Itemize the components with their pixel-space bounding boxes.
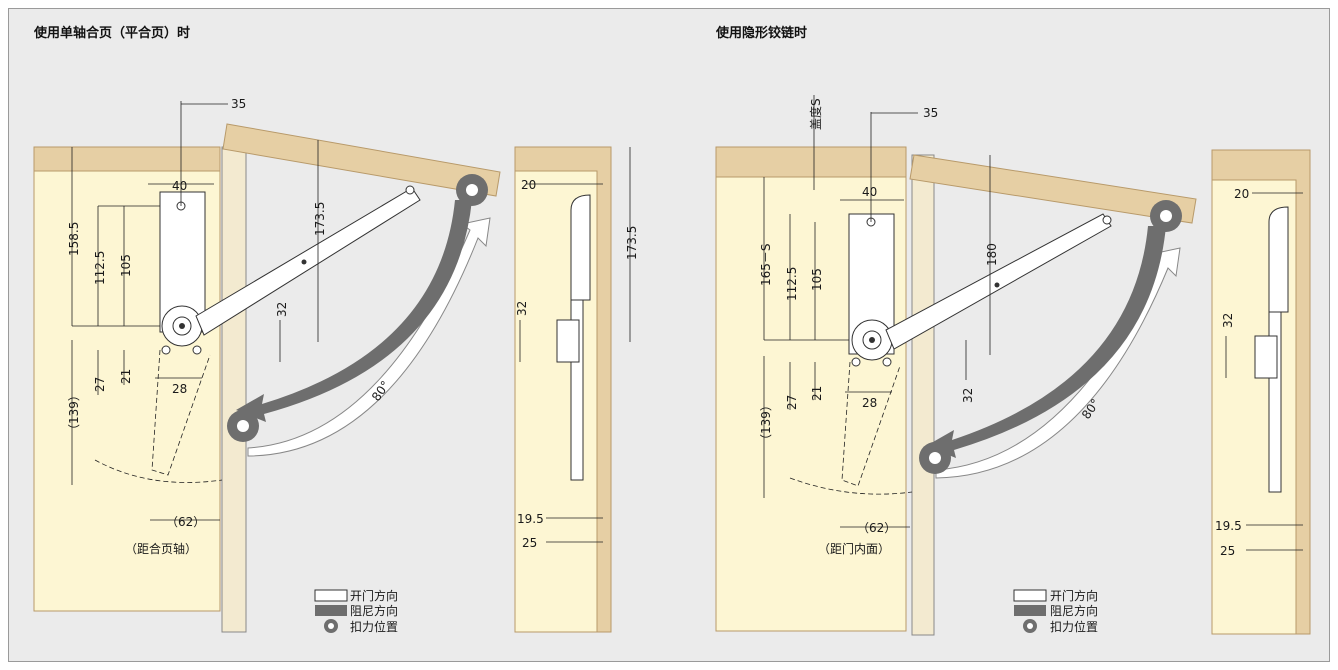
svg-text:扣力位置: 扣力位置 (350, 619, 398, 634)
screw-icon (192, 345, 202, 355)
dim-139: （139） (759, 399, 773, 446)
dim-165-s: 165－S (759, 243, 773, 286)
dim-139: （139） (67, 389, 81, 436)
right-panel-title: 使用隐形铰链时 (715, 25, 807, 41)
legend-left: 开门方向 阻尼方向 扣力位置 (314, 588, 398, 634)
arm-closed-outline (841, 361, 901, 487)
pivot-center (179, 323, 185, 329)
door-closed (911, 154, 935, 636)
side-dim-19-5: 19.5 (1215, 519, 1242, 533)
damping-direction-arrow (236, 200, 472, 422)
svg-text:开门方向: 开门方向 (350, 588, 398, 603)
right-panel: 使用隐形铰链时 盖度S 35 40 165－S 112.5 (715, 25, 1311, 636)
dim-62: （62） (166, 515, 205, 529)
dim-27: 27 (93, 377, 107, 392)
stay-arm (885, 213, 1112, 350)
dim-note: （距合页轴） (125, 541, 197, 556)
dim-overlay-s: 盖度S (808, 98, 823, 130)
dim-note: （距门内面） (818, 541, 890, 556)
dim-62: （62） (857, 521, 896, 535)
screw-icon (882, 357, 892, 367)
dim-32: 32 (961, 388, 975, 403)
dim-28: 28 (172, 382, 187, 396)
svg-text:阻尼方向: 阻尼方向 (350, 603, 398, 618)
screw-icon (851, 357, 861, 367)
cabinet-top-board (33, 146, 221, 172)
dim-21: 21 (810, 386, 824, 401)
screw-icon (161, 345, 171, 355)
screw-icon (405, 185, 415, 195)
door-closed (221, 146, 247, 633)
left-panel-title: 使用单轴合页（平合页）时 (33, 25, 190, 41)
dim-112-5: 112.5 (785, 267, 799, 301)
dim-40: 40 (172, 179, 187, 193)
dim-21: 21 (119, 369, 133, 384)
door-open (222, 123, 501, 197)
side-dim-20: 20 (521, 178, 536, 192)
svg-text:扣力位置: 扣力位置 (1050, 619, 1098, 634)
dim-158-5: 158.5 (67, 222, 81, 256)
dim-105: 105 (119, 254, 133, 277)
side-dim-20: 20 (1234, 187, 1249, 201)
dim-112-5: 112.5 (93, 251, 107, 285)
damping-direction-arrow (926, 226, 1166, 458)
dim-35: 35 (923, 106, 938, 120)
dim-173-5: 173.5 (313, 202, 327, 236)
door-open (909, 154, 1197, 224)
screw-icon (1102, 215, 1112, 225)
side-dim-19-5: 19.5 (517, 512, 544, 526)
left-panel: 使用单轴合页（平合页）时 35 (33, 25, 639, 634)
svg-text:阻尼方向: 阻尼方向 (1050, 603, 1098, 618)
svg-text:开门方向: 开门方向 (1050, 588, 1098, 603)
side-dim-25: 25 (522, 536, 537, 550)
legend-right: 开门方向 阻尼方向 扣力位置 (1013, 588, 1098, 634)
dim-32: 32 (275, 302, 289, 317)
dim-40: 40 (862, 185, 877, 199)
side-plate (1268, 206, 1289, 313)
side-dim-25: 25 (1220, 544, 1235, 558)
dim-27: 27 (785, 395, 799, 410)
arm-rivet (301, 259, 307, 265)
arm-closed-outline (151, 349, 211, 476)
side-plate (570, 194, 591, 301)
stay-arm (195, 187, 421, 336)
dim-180: 180 (985, 243, 999, 266)
dim-28: 28 (862, 396, 877, 410)
open-direction-arrow (247, 217, 491, 457)
dim-35: 35 (231, 97, 246, 111)
cabinet-top-board (715, 146, 907, 178)
swing-arc (94, 459, 223, 483)
dim-105: 105 (810, 268, 824, 291)
side-dim-173-5: 173.5 (625, 226, 639, 260)
side-dim-32: 32 (515, 301, 529, 316)
side-dim-32: 32 (1221, 313, 1235, 328)
